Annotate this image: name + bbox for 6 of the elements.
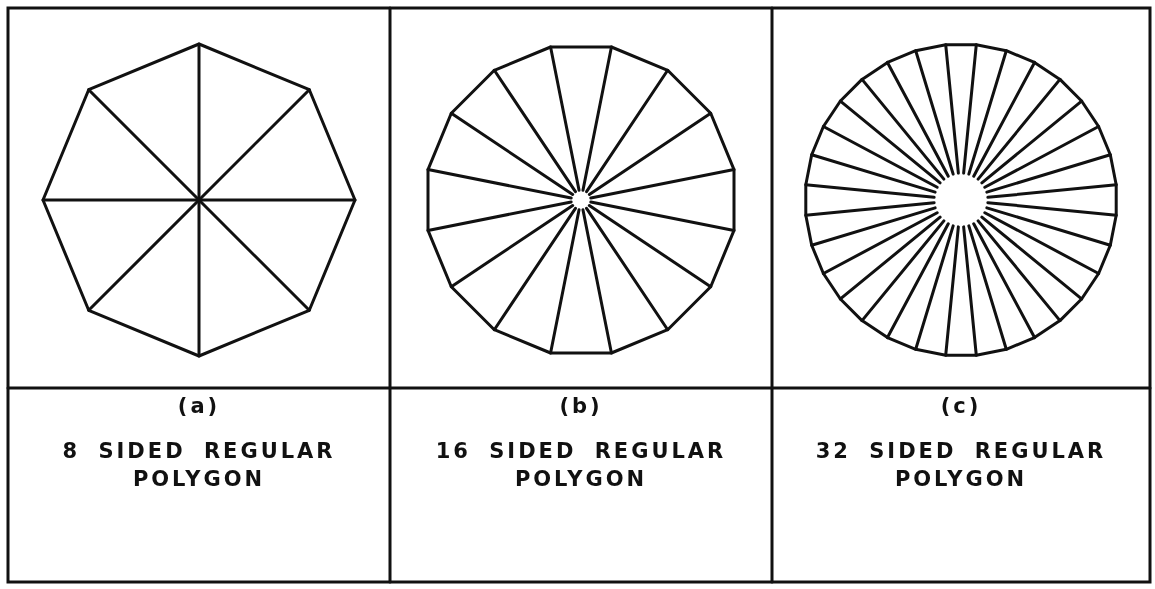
caption-text: 8 SIDED REGULAR POLYGON <box>61 438 337 493</box>
figure-label: (a) <box>176 393 222 420</box>
caption-text: 16 SIDED REGULAR POLYGON <box>434 438 728 493</box>
caption-text: 32 SIDED REGULAR POLYGON <box>814 438 1108 493</box>
figure-label: (b) <box>558 393 604 420</box>
figure-label: (c) <box>939 393 983 420</box>
